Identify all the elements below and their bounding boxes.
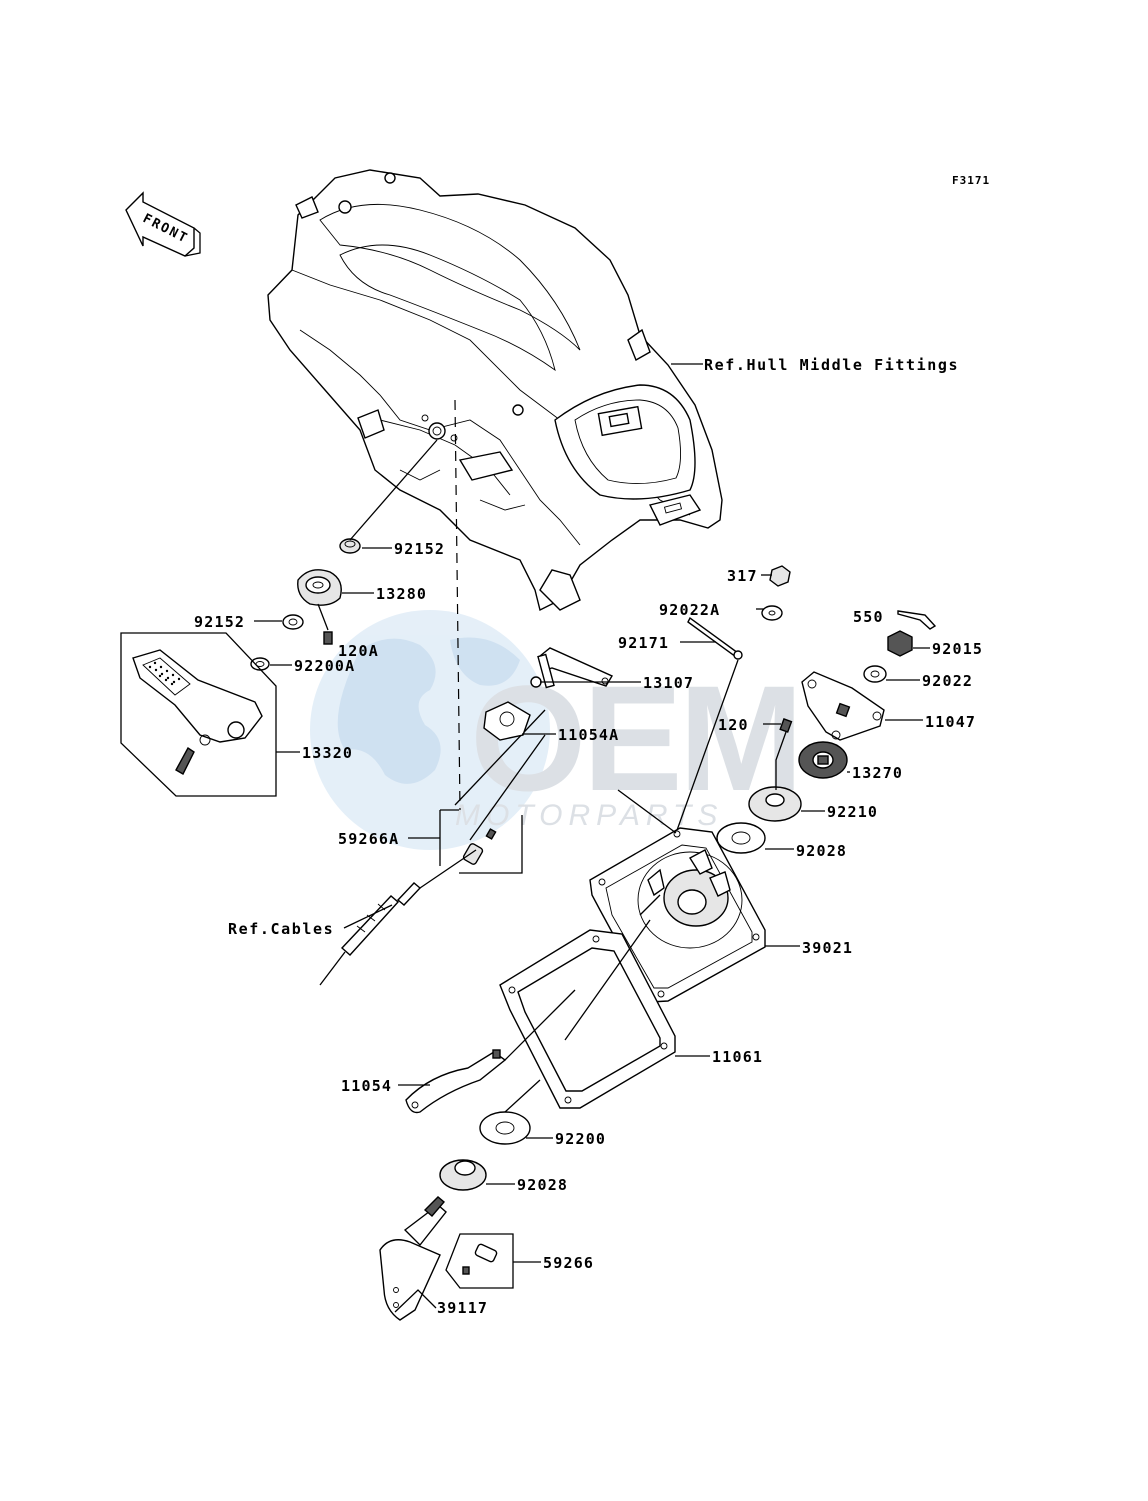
watermark-continents — [337, 637, 520, 784]
arm-39117 — [379, 1196, 447, 1321]
bolt-92171 — [687, 616, 743, 660]
bracket-13107 — [530, 647, 614, 689]
screw-120 — [779, 718, 793, 733]
guide-line-e — [504, 1079, 541, 1113]
dashed-guide — [454, 399, 461, 811]
leader-92152a-hull — [349, 439, 438, 541]
washer-92028-upper — [716, 822, 766, 854]
nut-92015 — [887, 630, 913, 657]
washer-92028-lower — [439, 1159, 487, 1191]
plate-13270 — [798, 741, 848, 779]
pin-550 — [897, 610, 937, 630]
washer-92022 — [863, 665, 887, 683]
part-label-59266a: 59266A — [338, 830, 399, 848]
part-label-13280: 13280 — [376, 585, 427, 603]
part-label-92200: 92200 — [555, 1130, 606, 1148]
watermark-subtitle: MOTORPARTS — [455, 799, 723, 832]
part-label-317: 317 — [727, 567, 758, 585]
guide-line-d — [504, 989, 576, 1061]
watermark: OEM MOTORPARTS — [310, 610, 804, 850]
guide-line-92171 — [675, 659, 739, 834]
part-label-11047: 11047 — [925, 713, 976, 731]
washer-92200 — [479, 1111, 531, 1145]
part-label-13320: 13320 — [302, 744, 353, 762]
part-label-92210: 92210 — [827, 803, 878, 821]
part-label-39117: 39117 — [437, 1299, 488, 1317]
washer-92200a — [250, 657, 270, 671]
part-label-13270: 13270 — [852, 764, 903, 782]
part-label-92200a: 92200A — [294, 657, 355, 675]
bracket-11047 — [801, 671, 885, 741]
part-label-92152b: 92152 — [194, 613, 245, 631]
guide-line-a — [454, 709, 546, 806]
leader-39117-v — [394, 1289, 437, 1313]
lever-11054 — [405, 1049, 507, 1114]
part-label-120: 120 — [718, 716, 749, 734]
front-arrow-icon: FRONT — [125, 191, 201, 257]
step-pad-13320 — [120, 632, 277, 797]
grommet-92152-lower — [282, 614, 304, 630]
part-label-92171: 92171 — [618, 634, 669, 652]
part-label-39021: 39021 — [802, 939, 853, 957]
part-label-92022a: 92022A — [659, 601, 720, 619]
guide-line-b — [469, 734, 546, 841]
leader-120-disc — [775, 731, 787, 790]
part-label-550: 550 — [853, 608, 884, 626]
ref-cables-label: Ref.Cables — [228, 920, 334, 938]
guide-line-c — [564, 919, 651, 1041]
washer-92022a — [761, 605, 783, 621]
part-label-11054: 11054 — [341, 1077, 392, 1095]
part-label-92028a: 92028 — [796, 842, 847, 860]
ref-hull-label: Ref.Hull Middle Fittings — [704, 356, 959, 374]
cable-joint-59266a — [462, 828, 497, 865]
part-label-11054a: 11054A — [558, 726, 619, 744]
part-label-120a: 120A — [338, 642, 379, 660]
screw-120a — [323, 631, 333, 645]
figure-code: F3171 — [952, 174, 990, 187]
part-label-92152a: 92152 — [394, 540, 445, 558]
cable — [319, 849, 477, 986]
part-label-11061: 11061 — [712, 1048, 763, 1066]
knob-13280 — [297, 569, 342, 606]
part-label-59266: 59266 — [543, 1254, 594, 1272]
callout-59266a — [408, 809, 523, 874]
disc-92210 — [748, 786, 802, 822]
hull-middle-fittings — [267, 169, 723, 612]
guide-line-housing — [617, 789, 677, 834]
part-label-92015: 92015 — [932, 640, 983, 658]
part-label-13107: 13107 — [643, 674, 694, 692]
callout-59266 — [445, 1233, 514, 1289]
nut-317 — [769, 565, 791, 587]
plate-11054a — [483, 701, 531, 741]
part-label-92022: 92022 — [922, 672, 973, 690]
leader-cables — [343, 904, 393, 929]
grommet-92152-upper — [339, 538, 361, 554]
gasket-11061 — [499, 929, 676, 1109]
part-label-92028b: 92028 — [517, 1176, 568, 1194]
watermark-logo: OEM — [470, 654, 800, 822]
leader-120a-knob — [317, 603, 329, 631]
